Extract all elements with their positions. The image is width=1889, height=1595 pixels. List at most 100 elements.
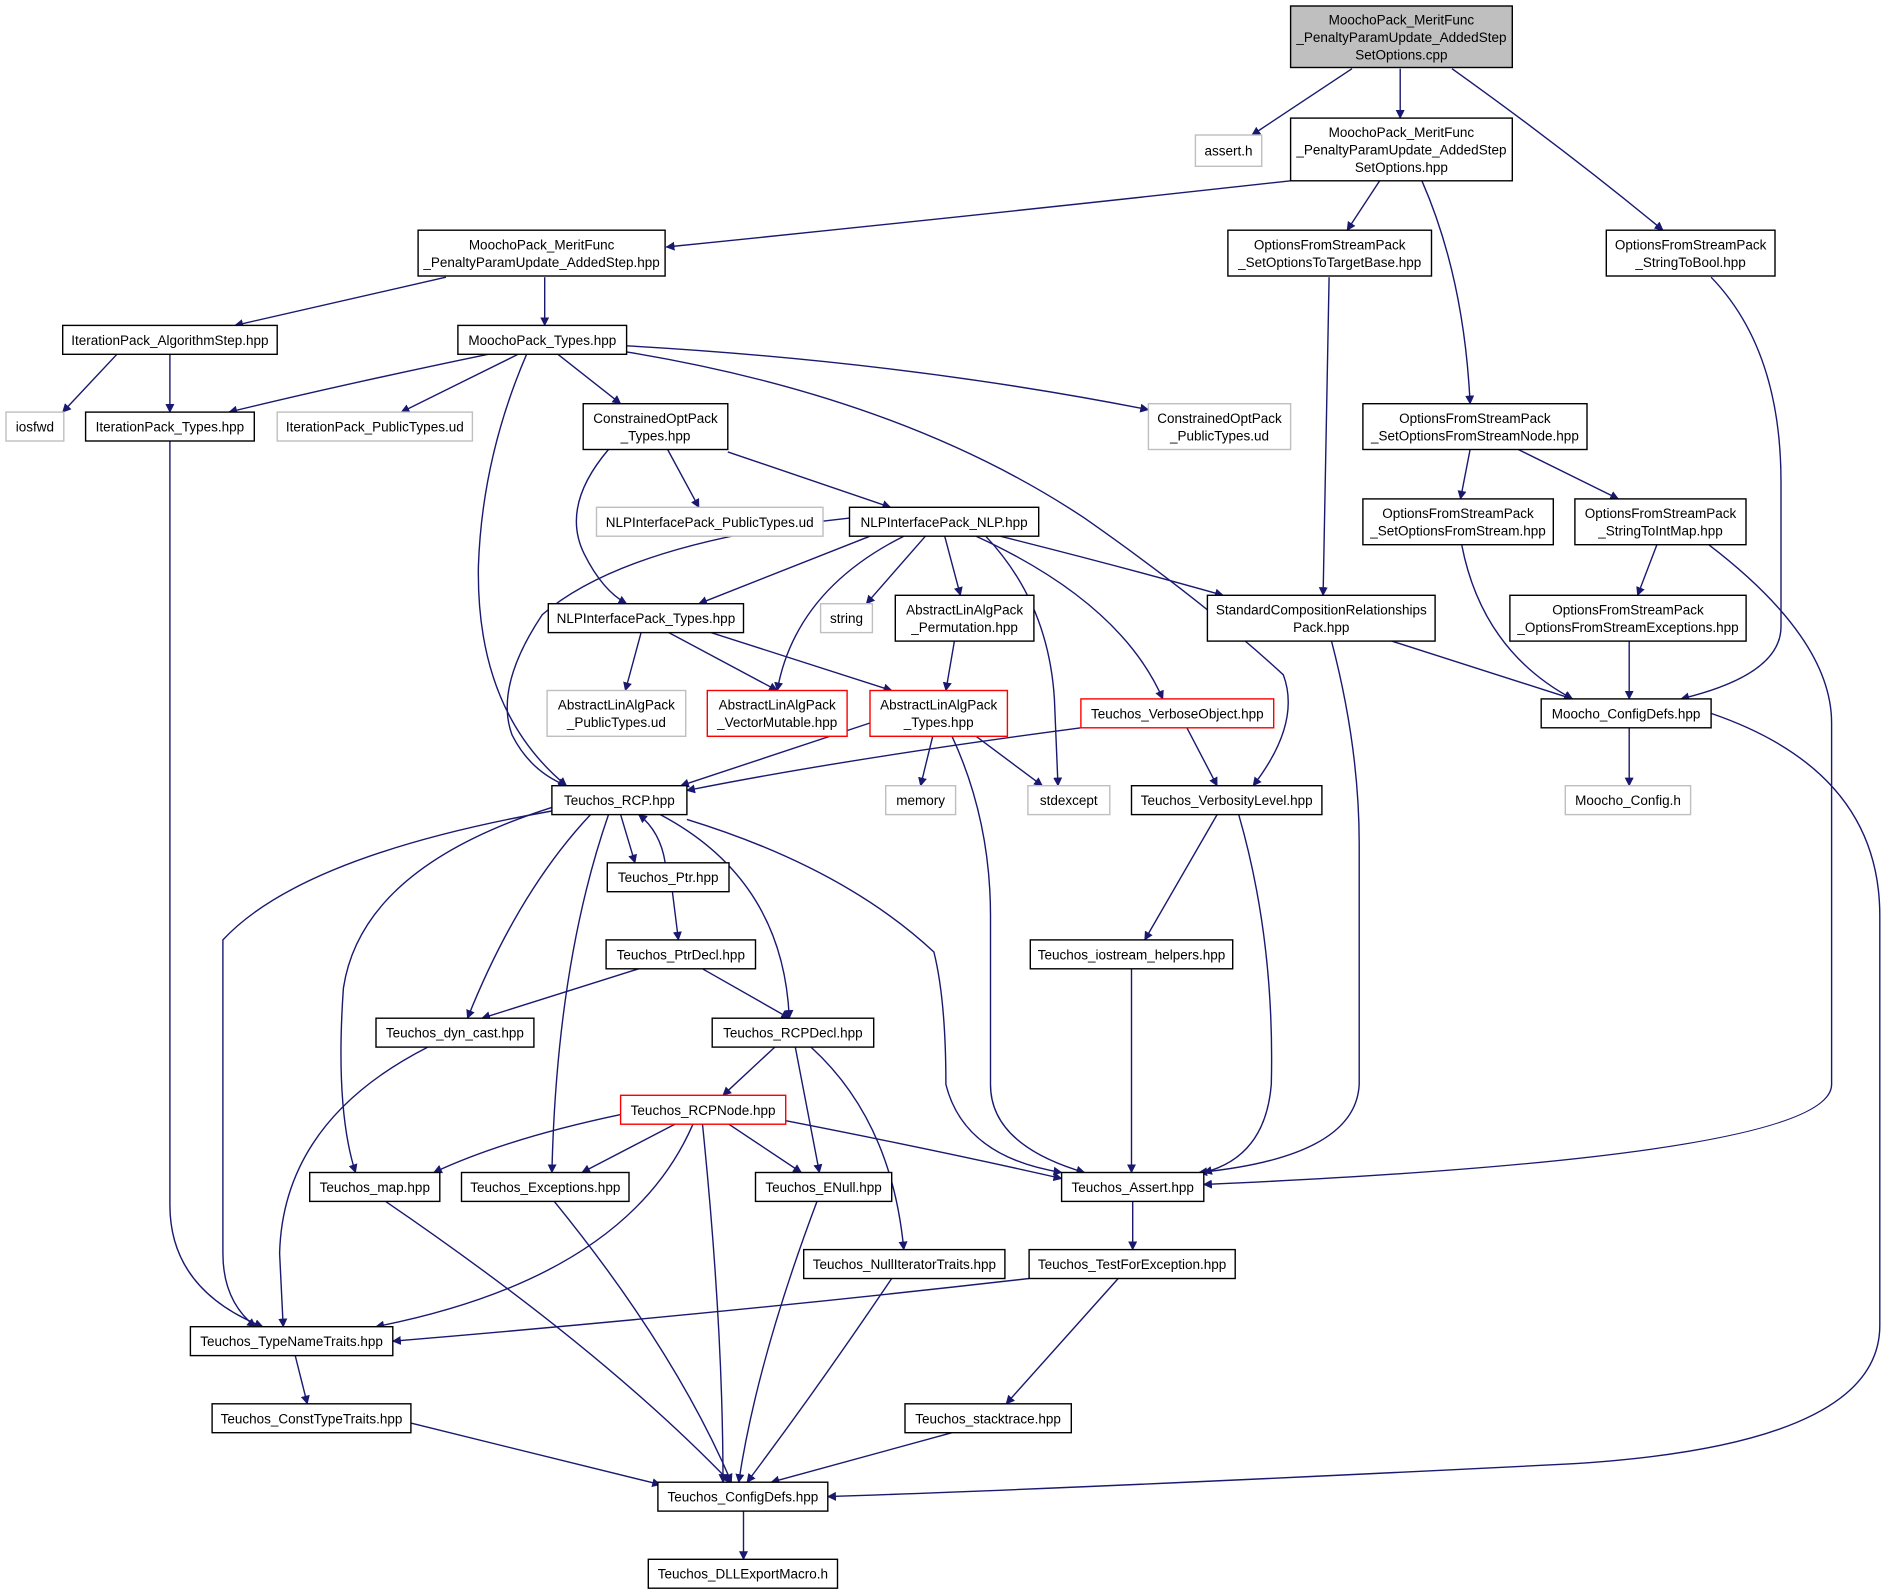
node-nlp_pub[interactable]: NLPInterfacePack_PublicTypes.ud: [595, 506, 824, 537]
node-settarget[interactable]: OptionsFromStreamPack_SetOptionsToTarget…: [1227, 229, 1433, 277]
edge-moocho_types-to-iter_types: [228, 353, 489, 415]
edge-strtoint-to-fromexc: [1636, 544, 1658, 597]
node-iter_algstep[interactable]: IterationPack_AlgorithmStep.hpp: [62, 324, 278, 355]
node-exceptions[interactable]: Teuchos_Exceptions.hpp: [460, 1171, 630, 1203]
node-memory[interactable]: memory: [885, 785, 957, 816]
edge-verb_level-to-assert: [1202, 814, 1273, 1175]
node-moocho_config_h[interactable]: Moocho_Config.h: [1564, 785, 1692, 816]
node-dyncast[interactable]: Teuchos_dyn_cast.hpp: [375, 1017, 535, 1048]
edge-enull-to-teuchos_cfg: [735, 1201, 818, 1484]
edge-nlp-to-nlp_types: [698, 535, 871, 605]
node-box: [754, 1171, 893, 1203]
node-iter_pub[interactable]: IterationPack_PublicTypes.ud: [276, 411, 474, 442]
node-fromexc[interactable]: OptionsFromStreamPack_OptionsFromStreamE…: [1509, 594, 1747, 642]
node-label: OptionsFromStreamPack: [1552, 602, 1704, 617]
edge-nlp-to-string: [865, 535, 926, 605]
node-box: [711, 1017, 875, 1048]
node-teuchos_cfg[interactable]: Teuchos_ConfigDefs.hpp: [657, 1481, 829, 1512]
edge-copt_types-to-nlp_pub: [666, 449, 700, 509]
node-box: [84, 411, 255, 442]
node-box: [62, 324, 278, 355]
node-label: AbstractLinAlgPack: [880, 698, 997, 713]
node-nlp_types[interactable]: NLPInterfacePack_Types.hpp: [547, 603, 745, 634]
node-box: [1194, 134, 1263, 167]
node-vecmut[interactable]: AbstractLinAlgPack_VectorMutable.hpp: [706, 689, 848, 737]
node-map[interactable]: Teuchos_map.hpp: [309, 1171, 441, 1203]
node-typename[interactable]: Teuchos_TypeNameTraits.hpp: [189, 1325, 394, 1357]
node-rcpnode[interactable]: Teuchos_RCPNode.hpp: [619, 1094, 787, 1125]
node-root[interactable]: MoochoPack_MeritFunc_PenaltyParamUpdate_…: [1289, 5, 1513, 69]
node-box: [1029, 939, 1234, 970]
node-assert_h[interactable]: assert.h: [1194, 134, 1263, 167]
node-verbose_obj[interactable]: Teuchos_VerboseObject.hpp: [1080, 698, 1275, 729]
node-stacktrace[interactable]: Teuchos_stacktrace.hpp: [904, 1403, 1073, 1434]
node-label: _SetOptionsFromStreamNode.hpp: [1370, 428, 1579, 443]
node-string[interactable]: string: [819, 603, 874, 634]
edge-ptr-to-ptrdecl: [671, 891, 682, 941]
node-box: [417, 229, 666, 277]
node-box: [894, 594, 1035, 642]
node-box: [457, 324, 628, 355]
node-dllexport[interactable]: Teuchos_DLLExportMacro.h: [647, 1558, 839, 1589]
edge-moocho_types-to-copt_pub: [626, 345, 1150, 413]
node-box: [1080, 698, 1275, 729]
node-ptrdecl[interactable]: Teuchos_PtrDecl.hpp: [605, 939, 757, 970]
node-label: Teuchos_VerbosityLevel.hpp: [1141, 793, 1313, 808]
node-label: Teuchos_stacktrace.hpp: [915, 1411, 1061, 1426]
node-setfromstream[interactable]: OptionsFromStreamPack_SetOptionsFromStre…: [1362, 498, 1555, 546]
node-rcpdecl[interactable]: Teuchos_RCPDecl.hpp: [711, 1017, 875, 1048]
node-box: [1509, 594, 1747, 642]
node-box: [309, 1171, 441, 1203]
edge-testforexc-to-stacktrace: [1005, 1278, 1119, 1405]
node-consttype[interactable]: Teuchos_ConstTypeTraits.hpp: [211, 1403, 412, 1434]
node-strtobool[interactable]: OptionsFromStreamPack_StringToBool.hpp: [1605, 229, 1776, 277]
edge-alap_types-to-memory: [918, 736, 934, 787]
node-iostream_helpers[interactable]: Teuchos_iostream_helpers.hpp: [1029, 939, 1234, 970]
edge-map-to-teuchos_cfg: [385, 1200, 731, 1483]
node-copt_pub[interactable]: ConstrainedOptPack_PublicTypes.ud: [1147, 403, 1292, 451]
node-box: [276, 411, 474, 442]
node-verb_level[interactable]: Teuchos_VerbosityLevel.hpp: [1130, 785, 1323, 816]
node-label: IterationPack_AlgorithmStep.hpp: [71, 333, 268, 348]
node-nulliter[interactable]: Teuchos_NullIteratorTraits.hpp: [803, 1248, 1006, 1280]
node-copt_types[interactable]: ConstrainedOptPack_Types.hpp: [582, 403, 729, 451]
node-rcp[interactable]: Teuchos_RCP.hpp: [551, 785, 688, 816]
node-stdexcept[interactable]: stdexcept: [1027, 785, 1111, 816]
node-label: OptionsFromStreamPack: [1254, 237, 1406, 252]
node-box: [1130, 785, 1323, 816]
node-ptr[interactable]: Teuchos_Ptr.hpp: [606, 862, 730, 893]
node-added_step_setopt_hpp[interactable]: MoochoPack_MeritFunc_PenaltyParamUpdate_…: [1289, 117, 1513, 182]
edge-verb_level-to-iostream_helpers: [1144, 814, 1218, 941]
edge-dyncast-to-typename: [278, 1046, 429, 1328]
node-box: [1362, 498, 1555, 546]
node-assert[interactable]: Teuchos_Assert.hpp: [1060, 1171, 1205, 1203]
node-box: [647, 1558, 839, 1589]
node-strtoint[interactable]: OptionsFromStreamPack_StringToIntMap.hpp: [1574, 498, 1747, 546]
node-permutation[interactable]: AbstractLinAlgPack_Permutation.hpp: [894, 594, 1035, 642]
node-moocho_cfg[interactable]: Moocho_ConfigDefs.hpp: [1540, 698, 1712, 729]
node-box: [460, 1171, 630, 1203]
edge-alap_types-to-assert: [951, 736, 1086, 1175]
node-box: [5, 411, 65, 442]
node-label: _PenaltyParamUpdate_AddedStep: [1295, 30, 1506, 45]
node-added_step_hpp[interactable]: MoochoPack_MeritFunc_PenaltyParamUpdate_…: [417, 229, 666, 277]
node-box: [606, 862, 730, 893]
node-box: [819, 603, 874, 634]
node-setfromnode[interactable]: OptionsFromStreamPack_SetOptionsFromStre…: [1362, 403, 1588, 451]
node-testforexc[interactable]: Teuchos_TestForException.hpp: [1028, 1248, 1236, 1280]
node-box: [803, 1248, 1006, 1280]
node-alap_pub[interactable]: AbstractLinAlgPack_PublicTypes.ud: [546, 689, 687, 737]
node-nlp[interactable]: NLPInterfacePack_NLP.hpp: [848, 506, 1040, 537]
node-box: [1028, 1248, 1236, 1280]
node-alap_types[interactable]: AbstractLinAlgPack_Types.hpp: [869, 689, 1009, 737]
node-iosfwd[interactable]: iosfwd: [5, 411, 65, 442]
node-enull[interactable]: Teuchos_ENull.hpp: [754, 1171, 893, 1203]
node-iter_types[interactable]: IterationPack_Types.hpp: [84, 411, 255, 442]
node-moocho_types[interactable]: MoochoPack_Types.hpp: [457, 324, 628, 355]
node-label: Moocho_Config.h: [1575, 793, 1681, 808]
edge-rcpdecl-to-enull: [794, 1046, 823, 1174]
edge-added_step_hpp-to-iter_algstep: [234, 276, 447, 328]
edge-nlp-to-vecmut: [774, 535, 905, 692]
node-label: ConstrainedOptPack: [1157, 411, 1282, 426]
